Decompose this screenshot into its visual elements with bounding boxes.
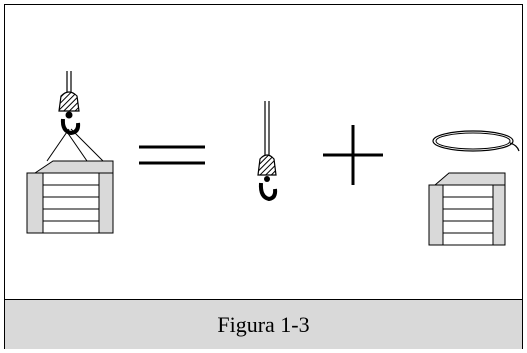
plus-icon — [323, 125, 383, 185]
rope-sling-icon — [432, 130, 520, 152]
caption-bar: Figura 1-3 — [5, 299, 522, 349]
equals-icon — [139, 145, 205, 165]
crane-hook-icon — [257, 101, 278, 202]
crane-hook-with-load-icon — [26, 71, 114, 234]
figure-frame: Figura 1-3 — [4, 4, 523, 349]
crate-icon — [428, 172, 506, 246]
diagram-area — [5, 5, 522, 299]
figure-caption: Figura 1-3 — [217, 311, 310, 337]
equation-diagram — [26, 71, 520, 246]
